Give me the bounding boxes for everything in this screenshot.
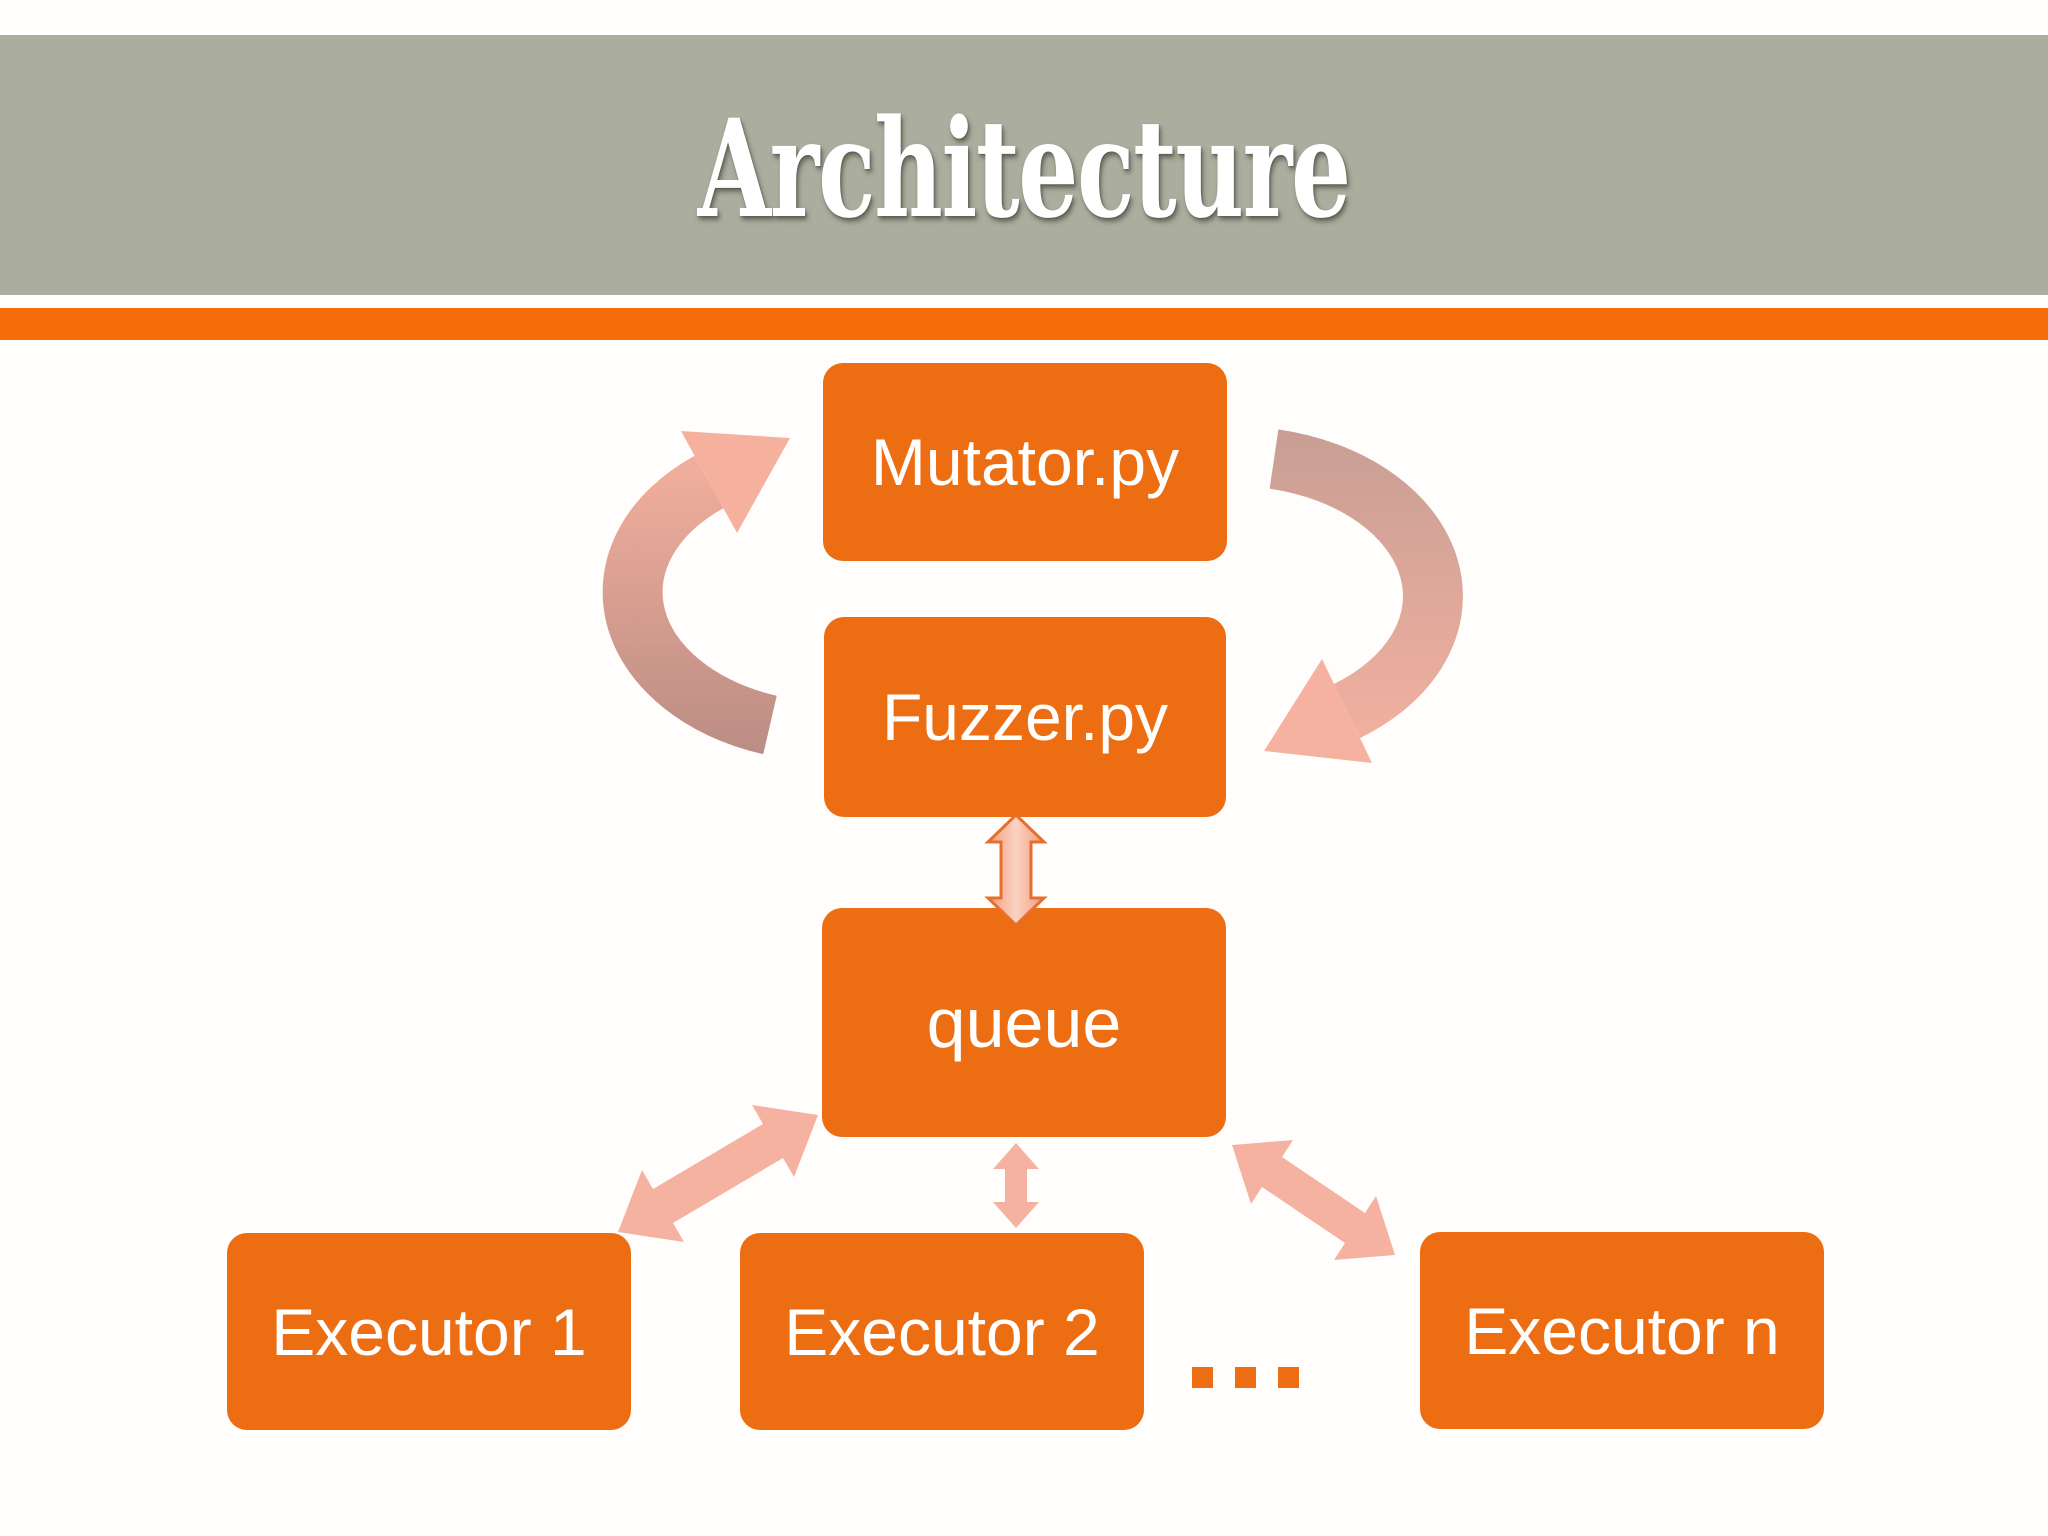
node-mutator-label: Mutator.py <box>870 425 1180 499</box>
double-arrow-queue-executor-n <box>1232 1140 1395 1260</box>
ellipsis-dot <box>1192 1367 1213 1388</box>
ellipsis-dot <box>1235 1367 1256 1388</box>
double-arrow-queue-executor-2 <box>993 1143 1039 1228</box>
cycle-arrow-mutator-to-fuzzer <box>1264 429 1463 763</box>
node-executor-2-label: Executor 2 <box>784 1294 1100 1369</box>
page-title: Architecture <box>697 88 1351 248</box>
node-queue: queue <box>822 908 1226 1137</box>
node-executor-n-label: Executor n <box>1464 1293 1780 1368</box>
node-fuzzer-label: Fuzzer.py <box>881 680 1169 754</box>
title-band: Architecture <box>0 35 2048 295</box>
node-executor-1-label: Executor 1 <box>271 1294 587 1369</box>
node-executor-2: Executor 2 <box>740 1233 1144 1430</box>
ellipsis-dot <box>1278 1367 1299 1388</box>
accent-stripe <box>0 308 2048 340</box>
architecture-diagram: Mutator.py Fuzzer.py queue Executor 1 Ex… <box>0 340 2048 1536</box>
node-fuzzer: Fuzzer.py <box>824 617 1226 817</box>
cycle-arrow-fuzzer-to-mutator <box>602 431 790 755</box>
node-queue-label: queue <box>926 983 1122 1062</box>
node-mutator: Mutator.py <box>823 363 1227 561</box>
node-executor-n: Executor n <box>1420 1232 1824 1429</box>
node-executor-1: Executor 1 <box>227 1233 631 1430</box>
more-executors-ellipsis <box>1192 1367 1299 1388</box>
double-arrow-queue-executor-1 <box>618 1105 818 1242</box>
